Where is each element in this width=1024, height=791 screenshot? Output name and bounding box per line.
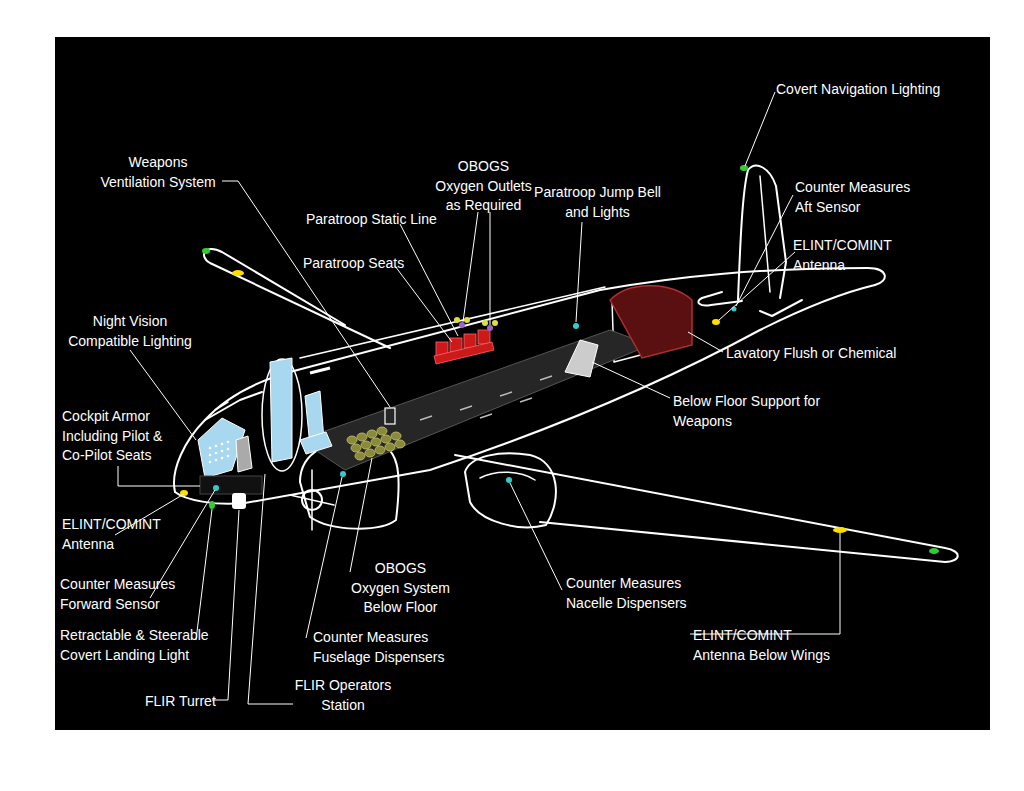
armor-dots <box>209 441 230 464</box>
pilot-seat <box>236 436 252 472</box>
ventilation-box <box>385 408 395 424</box>
oxygen-outlets <box>454 317 498 331</box>
callout-label: FLIR Turret <box>145 692 265 712</box>
callout-label: Lavatory Flush or Chemical <box>726 344 946 364</box>
callout-label: Covert Navigation Lighting <box>776 80 996 100</box>
callout-label: Paratroop Seats <box>303 254 453 274</box>
callout-label: ELINT/COMINT Antenna <box>62 515 172 554</box>
callout-label: Below Floor Support for Weapons <box>673 392 833 431</box>
callout-label: OBOGS Oxygen System Below Floor <box>350 559 451 618</box>
callout-label: Counter Measures Forward Sensor <box>60 575 185 614</box>
seat-base <box>300 432 332 454</box>
callout-label: Retractable & Steerable Covert Landing L… <box>60 626 220 665</box>
flir-turret <box>232 493 246 509</box>
callout-label: ELINT/COMINT Antenna <box>793 236 903 275</box>
oxygen-bottles <box>347 427 405 460</box>
callout-label: Counter Measures Nacelle Dispensers <box>566 574 691 613</box>
callout-label: Night Vision Compatible Lighting <box>65 312 195 351</box>
callout-label: Paratroop Jump Bell and Lights <box>530 183 665 222</box>
callout-label: Counter Measures Aft Sensor <box>795 178 920 217</box>
callout-label: Cockpit Armor Including Pilot & Co-Pilot… <box>62 407 172 466</box>
callout-label: Counter Measures Fuselage Dispensers <box>313 628 448 667</box>
callout-label: Weapons Ventilation System <box>98 153 218 192</box>
leader-lines <box>115 92 840 704</box>
paratroop-seats <box>434 330 494 364</box>
callout-label: FLIR Operators Station <box>293 676 393 715</box>
lavatory <box>610 286 692 358</box>
callout-label: Paratroop Static Line <box>306 210 506 230</box>
weapons-support <box>565 340 598 377</box>
static-line <box>310 368 330 373</box>
floor-marks <box>420 368 582 420</box>
black-panel <box>55 37 990 730</box>
airframe-outline <box>174 166 958 562</box>
cockpit-bulkhead <box>262 359 302 471</box>
console <box>200 476 262 494</box>
callout-label: OBOGS Oxygen Outlets as Required <box>433 157 534 216</box>
callout-label: ELINT/COMINT Antenna Below Wings <box>693 626 838 665</box>
bulkhead-armor <box>270 358 292 462</box>
